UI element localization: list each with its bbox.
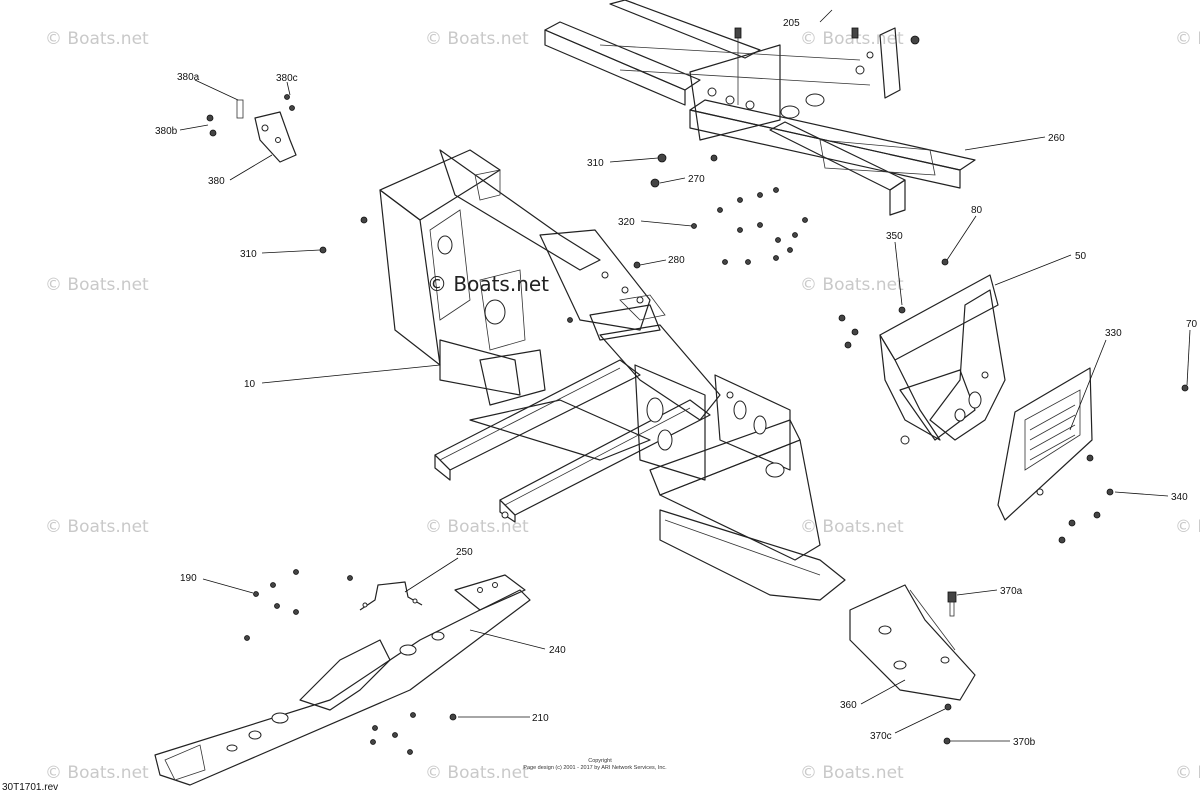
callout-50: 50 — [1075, 251, 1087, 262]
fasteners — [244, 153, 1189, 755]
callout-70: 70 — [1186, 319, 1198, 330]
callout-370c: 370c — [870, 731, 892, 742]
callout-330: 330 — [1105, 328, 1122, 339]
part-240-lower-arm — [154, 574, 531, 786]
watermark: © Boats.net — [425, 517, 529, 537]
watermark: © Boats.net — [800, 517, 904, 537]
callout-250: 250 — [456, 547, 473, 558]
watermark: © Boats.net — [1175, 29, 1200, 49]
callout-205: 205 — [783, 18, 800, 29]
part-360-bracket — [849, 584, 976, 745]
callout-340: 340 — [1171, 492, 1188, 503]
callout-270: 270 — [688, 174, 705, 185]
copyright-title: Copyright — [588, 758, 612, 764]
callout-260: 260 — [1048, 133, 1065, 144]
callout-380: 380 — [208, 176, 225, 187]
callout-380b: 380b — [155, 126, 178, 137]
callout-360: 360 — [840, 700, 857, 711]
callout-190: 190 — [180, 573, 197, 584]
watermark: © Boats.net — [45, 763, 149, 783]
watermark: © Boats.net — [425, 29, 529, 49]
callout-80: 80 — [971, 205, 983, 216]
watermark-layer: © Boats.net © Boats.net © Boats.net © Bo… — [45, 29, 1200, 783]
callout-380a: 380a — [177, 72, 200, 83]
watermark: © Boats.net — [45, 29, 149, 49]
footer: Copyright Page design (c) 2001 - 2017 by… — [2, 758, 667, 793]
part-330-plate — [997, 367, 1093, 521]
callout-280: 280 — [668, 255, 685, 266]
part-250-bracket — [359, 581, 423, 611]
diagram-code: 30T1701.rev — [2, 782, 58, 793]
watermark: © Boats.net — [45, 275, 149, 295]
watermark: © Boats.net — [425, 763, 529, 783]
part-380-bracket — [206, 94, 297, 163]
callout-10: 10 — [244, 379, 256, 390]
callout-210: 210 — [532, 713, 549, 724]
watermark: © Boats.net — [45, 517, 149, 537]
part-50-right-bracket — [879, 274, 1006, 445]
center-watermark: © Boats.net — [427, 272, 549, 296]
callout-320: 320 — [618, 217, 635, 228]
watermark: © Boats.net — [800, 275, 904, 295]
callout-380c: 380c — [276, 73, 298, 84]
watermark: © Boats.net — [800, 29, 904, 49]
watermark: © Boats.net — [1175, 517, 1200, 537]
watermark: © Boats.net — [1175, 763, 1200, 783]
part-260-rear-subframe — [544, 0, 976, 216]
copyright-line: Page design (c) 2001 - 2017 by ARI Netwo… — [523, 765, 667, 771]
callout-350: 350 — [886, 231, 903, 242]
leader-lines — [179, 9, 1191, 742]
watermark: © Boats.net — [800, 763, 904, 783]
callout-370a: 370a — [1000, 586, 1023, 597]
callout-labels: 10 50 70 80 190 205 210 240 250 260 270 … — [155, 18, 1198, 748]
part-10-main-frame — [379, 149, 846, 601]
callout-310: 310 — [240, 249, 257, 260]
callout-310: 310 — [587, 158, 604, 169]
callout-240: 240 — [549, 645, 566, 656]
callout-370b: 370b — [1013, 737, 1036, 748]
